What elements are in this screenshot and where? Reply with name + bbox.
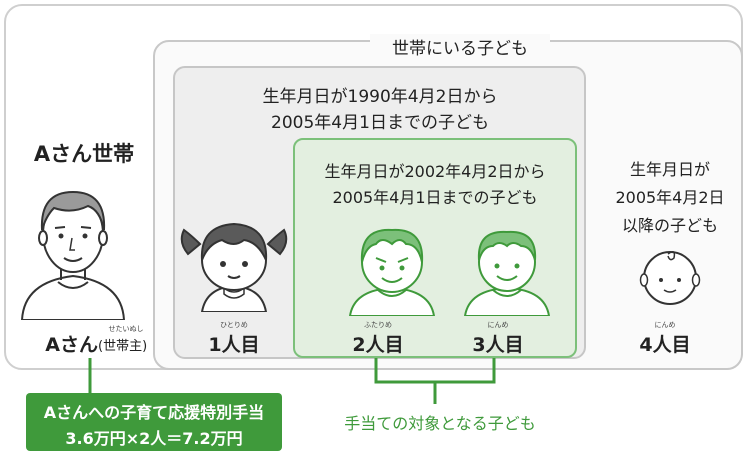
head-role: (世帯主) <box>98 339 148 354</box>
child4-ruby: にんめ <box>654 321 676 329</box>
range2-label-line1: 生年月日が2002年4月2日から <box>324 162 546 181</box>
child1-label: 1人目 <box>208 334 260 356</box>
child1-ruby: ひとりめ <box>220 321 248 329</box>
child3-label: 3人目 <box>472 334 524 356</box>
child4-label-line3: 以降の子ども <box>621 216 718 235</box>
target-children-label: 手当ての対象となる子ども <box>344 414 536 433</box>
child4-label: 4人目 <box>639 334 691 356</box>
child4-baby-illustration <box>639 251 701 305</box>
allowance-line2: 3.6万円×2人＝7.2万円 <box>65 429 243 448</box>
range1-label-line1: 生年月日が1990年4月2日から <box>262 87 498 107</box>
range1-label-line2: 2005年4月1日までの子ども <box>271 113 489 133</box>
child3-ruby: にんめ <box>487 321 509 329</box>
child4-label-line2: 2005年4月2日 <box>615 188 725 207</box>
household-children-label: 世帯にいる子ども <box>370 34 550 59</box>
head-role-ruby: せたいぬし <box>108 325 144 333</box>
child1-girl-illustration <box>180 222 288 312</box>
child2-label: 2人目 <box>352 334 404 356</box>
child2-ruby: ふたりめ <box>364 321 392 329</box>
allowance-box <box>26 393 282 451</box>
father-illustration <box>20 190 126 320</box>
range2-label-line2: 2005年4月1日までの子ども <box>332 188 538 207</box>
child2-boy-illustration <box>348 228 436 316</box>
household-title: Aさん世帯 <box>33 142 135 166</box>
child4-label-line1: 生年月日が <box>629 160 710 179</box>
head-name: Aさん <box>45 334 98 356</box>
allowance-line1: Aさんへの子育て応援特別手当 <box>43 403 265 422</box>
child3-boy-illustration <box>463 230 551 316</box>
